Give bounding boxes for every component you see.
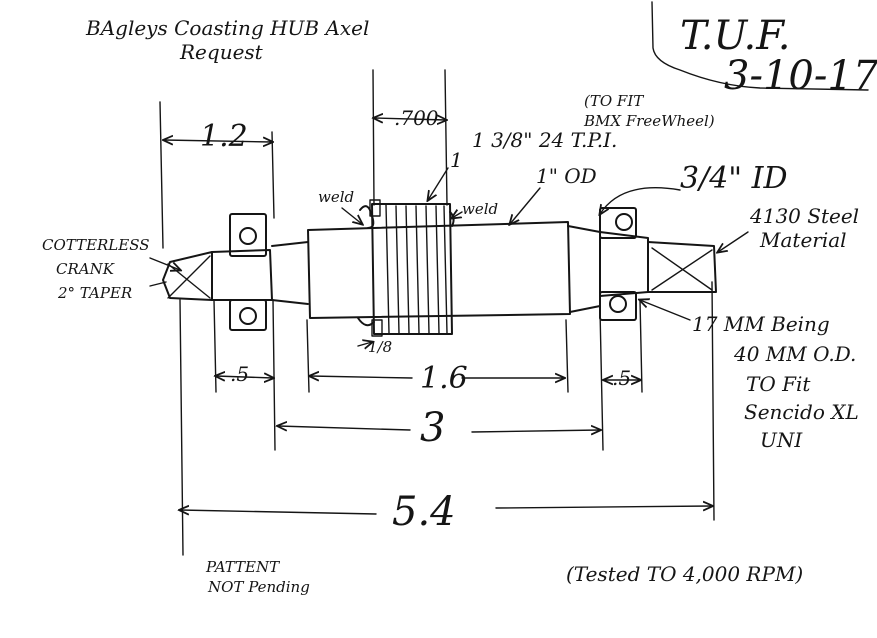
- bearing-spec-4: Sencido XL: [744, 400, 859, 424]
- weld-tab-top: [369, 199, 381, 217]
- thread-note-1: (TO FIT: [584, 92, 644, 110]
- left-bearing-ball-top: [239, 227, 257, 245]
- dim-line-middle-right: [471, 430, 600, 432]
- leader-od: [510, 187, 541, 224]
- right-bearing-top: [599, 207, 637, 239]
- right-taper-x: [651, 247, 713, 291]
- dim-overall: 5.4: [392, 489, 456, 535]
- dim-line-left-end: [216, 376, 273, 378]
- dim-thread: .700: [394, 106, 439, 130]
- extension-line-thread-right: [444, 69, 448, 206]
- left-bearing-bottom: [229, 299, 267, 331]
- bearing-spec-5: UNI: [760, 428, 803, 452]
- right-crank-end: [647, 241, 717, 293]
- dim-left-bearing: 1.2: [200, 119, 248, 154]
- dim-center: 1.6: [420, 361, 468, 396]
- right-shoulder: [567, 225, 601, 313]
- thread-spec: 1 3/8" 24 T.P.I.: [472, 128, 618, 152]
- leader-bearing-spec: [640, 300, 691, 321]
- dim-middle: 3: [420, 405, 446, 451]
- extension-line-center-left: [306, 319, 310, 393]
- leader-weld-gap: [357, 342, 372, 346]
- od-label: 1" OD: [536, 164, 597, 188]
- extension-line-overall-left: [179, 299, 184, 556]
- extension-line-left-bearing: [271, 131, 275, 219]
- title-line-1: BAgleys Coasting HUB Axel: [86, 16, 370, 40]
- right-journal: [599, 231, 649, 297]
- left-shoulder: [271, 241, 309, 305]
- dim-line-center-left: [310, 376, 413, 378]
- extension-line-bearing-left-low: [272, 299, 276, 451]
- leader-bearing-size: [600, 187, 681, 214]
- dim-line-overall-left: [180, 510, 377, 514]
- leader-weld-left: [341, 207, 362, 224]
- left-taper-x: [167, 255, 211, 299]
- bearing-spec-1: 17 MM Being: [692, 312, 830, 336]
- leader-od-1: [428, 167, 449, 200]
- od-mark: 1: [450, 148, 463, 172]
- left-bearing-ball-bottom: [239, 307, 257, 325]
- dim-line-left-bearing: [164, 140, 272, 142]
- dim-right-end: .5: [612, 366, 632, 390]
- leader-cotterless: [149, 257, 180, 270]
- extension-line-center-right: [565, 319, 569, 393]
- weld-label-right: weld: [462, 200, 499, 218]
- leader-taper: [149, 281, 167, 287]
- cotterless-label-1: COTTERLESS: [42, 236, 150, 254]
- extension-line-end-left: [213, 299, 217, 393]
- extension-line-right-end: [639, 299, 643, 393]
- tested-note: (Tested TO 4,000 RPM): [566, 562, 804, 586]
- left-bearing-top: [229, 213, 267, 257]
- weld-label-left: weld: [318, 188, 355, 206]
- bearing-size: 3/4" ID: [680, 161, 788, 196]
- weld-tab-bottom: [371, 319, 383, 337]
- dim-line-middle-left: [278, 426, 411, 430]
- left-journal: [211, 249, 273, 301]
- thread-note-2: BMX FreeWheel): [584, 112, 715, 130]
- steel-label-1: 4130 Steel: [750, 204, 860, 228]
- patent-note-2: NOT Pending: [208, 578, 310, 596]
- left-crank-end: [162, 251, 213, 301]
- dim-line-overall-right: [495, 506, 712, 508]
- steel-label-2: Material: [760, 228, 847, 252]
- cotterless-label-2: CRANK: [56, 260, 114, 278]
- right-bearing-ball-top: [615, 213, 633, 231]
- bearing-spec-2: 40 MM O.D.: [734, 342, 857, 366]
- dim-left-end: .5: [230, 362, 250, 386]
- dim-line-thread: [374, 118, 446, 120]
- hub-body: [307, 221, 571, 319]
- extension-line-left-outer: [159, 101, 164, 249]
- leader-steel: [718, 231, 749, 252]
- bearing-spec-3: TO Fit: [746, 372, 811, 396]
- thread-lines: [385, 204, 448, 334]
- right-bearing-ball-bottom: [609, 295, 627, 313]
- leader-weld-right: [452, 212, 463, 218]
- thread-section: [371, 203, 453, 335]
- patent-note-1: PATTENT: [206, 558, 280, 576]
- extension-line-overall-right: [711, 281, 715, 521]
- dim-weld-gap: 1/8: [368, 338, 393, 356]
- extension-line-right-bearing: [599, 309, 604, 451]
- right-bearing-bottom: [599, 291, 637, 321]
- date: 3-10-17: [724, 53, 877, 99]
- title-line-2: Request: [180, 40, 263, 64]
- cotterless-label-3: 2° TAPER: [58, 284, 133, 302]
- extension-line-thread-left: [372, 69, 375, 206]
- initials: T.U.F.: [680, 13, 791, 59]
- signature-corner: [651, 1, 869, 91]
